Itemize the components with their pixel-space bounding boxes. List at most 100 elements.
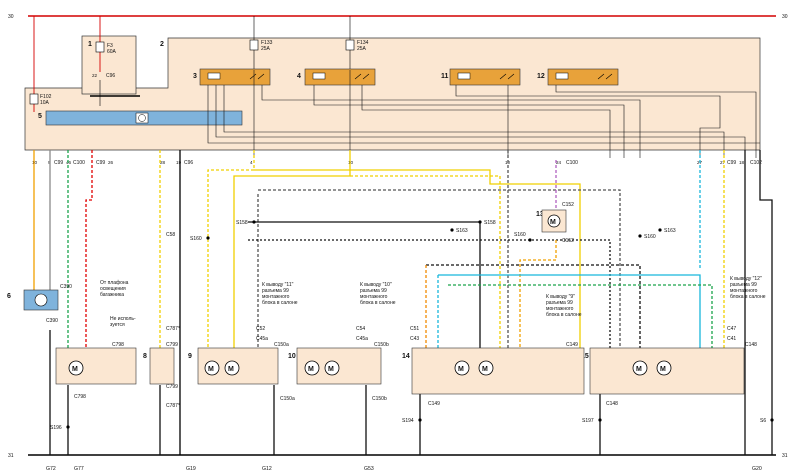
block-internal-wiring <box>207 70 760 158</box>
note-trunk-0: От плафона <box>100 280 129 286</box>
motor-13 <box>547 214 561 228</box>
note-pin9-3: блока в салоне <box>546 312 582 318</box>
note-pin10-2: монтажного <box>360 294 388 300</box>
box-pin-5: 19 <box>176 160 182 165</box>
conn-label-8: C58 <box>166 232 175 238</box>
splice-3: S160 <box>644 234 656 240</box>
box-conn-5: C96 <box>184 160 193 166</box>
num-10: 10 <box>288 353 296 360</box>
motor-9b <box>224 360 240 376</box>
note-pin12-2: монтажного <box>730 288 758 294</box>
conn-label-12: C150a <box>280 396 295 402</box>
motor-10b <box>324 360 340 376</box>
splice-4: S163 <box>456 228 468 234</box>
fuse-f3 <box>95 41 105 53</box>
component-7 <box>55 347 137 385</box>
num-11: 11 <box>441 73 449 80</box>
num-14: 14 <box>402 353 410 360</box>
conn-label-6: C799 <box>166 342 178 348</box>
conn-label-1: C390 <box>46 318 58 324</box>
box-pin-3: 26 <box>108 160 114 165</box>
num-8: 8 <box>143 353 147 360</box>
num-3: 3 <box>193 73 197 80</box>
splice-8: S194 <box>402 418 414 424</box>
motor-15a-label: M <box>636 366 642 373</box>
num-9: 9 <box>188 353 192 360</box>
module-icon <box>138 114 146 122</box>
power-rails: 30 30 31 31 <box>8 14 788 459</box>
conn-label-11: C150a <box>274 342 289 348</box>
conn-label-4: C787* <box>166 326 180 332</box>
motors: M M M M M M M M M M <box>68 214 672 376</box>
fuse-f3-rating: 60A <box>107 49 117 55</box>
motor-15b <box>656 360 672 376</box>
fuse-f133-id: F133 <box>261 40 273 46</box>
num-1: 1 <box>88 41 92 48</box>
note-pin9-2: монтажного <box>546 306 574 312</box>
splice-10: S6 <box>760 418 766 424</box>
fuse-f3-id: F3 <box>107 43 113 49</box>
box-pin-2: 46 <box>66 160 72 165</box>
note-trunk-2: багажника <box>100 292 124 298</box>
motor-9a-label: M <box>208 366 214 373</box>
box-pin-7: 10 <box>348 160 354 165</box>
box-conn-3: C99 <box>96 160 105 166</box>
num-2: 2 <box>160 41 164 48</box>
box-pins: 10 9 C99 46 C100 26 C99 28 19 C96 4 10 1… <box>32 160 762 166</box>
note-pin12-3: блока в салоне <box>730 294 766 300</box>
conn-c96-name: C96 <box>106 73 115 79</box>
motor-14a <box>454 360 470 376</box>
ground-g19: G19 <box>186 466 196 472</box>
conn-label-5: C787* <box>166 403 180 409</box>
num-4: 4 <box>297 73 301 80</box>
box-conn-12: C102 <box>750 160 762 166</box>
conn-label-9: C52 <box>256 326 265 332</box>
motor-13-label: M <box>550 219 556 226</box>
note-pin11-0: К выводу "11" <box>262 282 294 288</box>
note-pin10-1: разъема 99 <box>360 288 387 294</box>
conn-label-20: C149 <box>428 401 440 407</box>
motor-7-label: M <box>72 366 78 373</box>
motor-10a <box>304 360 320 376</box>
conn-label-21: C152 <box>562 202 574 208</box>
rail-label-bottom-right: 31 <box>782 453 788 459</box>
conn-label-26: C148 <box>606 401 618 407</box>
conn-label-22: C152 <box>562 238 574 244</box>
conn-label-7: C799 <box>166 384 178 390</box>
fuse-block-1 <box>81 35 137 95</box>
motor-10a-label: M <box>308 366 314 373</box>
relays <box>199 68 619 86</box>
note-pin12-1: разъема 99 <box>730 282 757 288</box>
conn-label-3: C798 <box>74 394 86 400</box>
num-13: 13 <box>536 211 544 218</box>
splice-5: S163 <box>664 228 676 234</box>
conn-label-2: C798 <box>112 342 124 348</box>
splice-0: S158 <box>236 220 248 226</box>
box-pin-0: 10 <box>32 160 38 165</box>
conn-label-10: C45a <box>256 336 268 342</box>
note-pin10-0: К выводу "10" <box>360 282 392 288</box>
control-module-5 <box>45 110 243 126</box>
motor-14b <box>478 360 494 376</box>
splices: S158 S158 S160 S160 S163 S163 S160 S196 … <box>50 220 774 431</box>
fuse-f133 <box>249 39 259 51</box>
connector-labels: C390 C390 C798 C798 C787* C787* C799 C79… <box>46 202 757 409</box>
conn-c96-pin: 22 <box>92 73 98 78</box>
fuse-f133-rating: 25A <box>261 46 271 52</box>
splice-6: S160 <box>514 232 526 238</box>
motor-9a <box>204 360 220 376</box>
box-pin-4: 28 <box>160 160 166 165</box>
conn-label-24: C41 <box>727 336 736 342</box>
conn-label-15: C150b <box>374 342 389 348</box>
note-pin11-3: блока в салоне <box>262 300 298 306</box>
motor-14a-label: M <box>458 366 464 373</box>
rail-label-bottom-left: 31 <box>8 453 14 459</box>
box-conn-9: C100 <box>566 160 578 166</box>
grounds: G72 G77 G19 G12 G53 G20 <box>46 466 762 472</box>
conn-label-0: C390 <box>60 284 72 290</box>
motor-15a <box>632 360 648 376</box>
box-pin-11: 27 <box>720 160 726 165</box>
rail-label-top-right: 30 <box>782 14 788 20</box>
note-pin12-0: К выводу "12" <box>730 276 762 282</box>
note-pin9-0: К выводу "9" <box>546 294 575 300</box>
